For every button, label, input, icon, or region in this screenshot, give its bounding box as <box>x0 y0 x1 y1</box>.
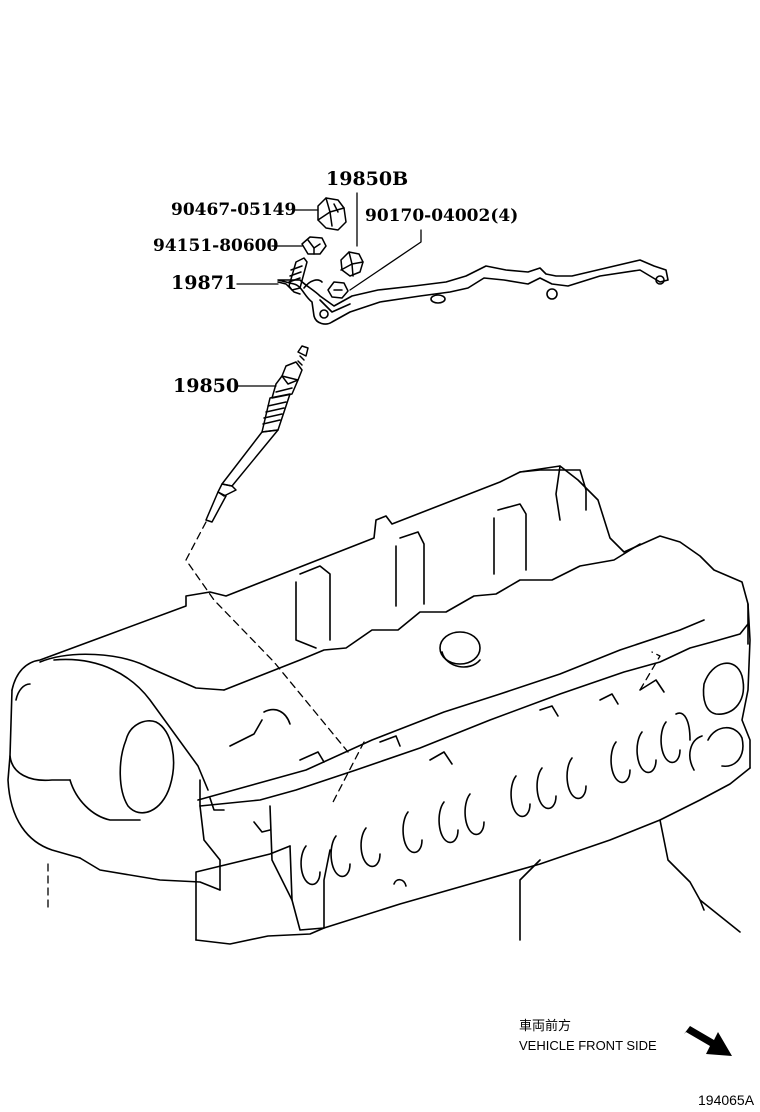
terminal-19871 <box>278 258 307 294</box>
figure-code: 194065A <box>698 1092 755 1108</box>
nut-90467 <box>318 198 346 230</box>
vehicle-front-label-en: VEHICLE FRONT SIDE <box>519 1038 657 1053</box>
alignment-dashed-lines <box>48 522 660 912</box>
glow-plug-connector-plate <box>278 260 668 324</box>
nut-19850b <box>341 252 363 276</box>
callout-94151-80600: 94151-80600 <box>153 236 279 256</box>
nut-94151 <box>302 237 326 254</box>
callout-19850b: 19850B <box>326 168 409 190</box>
bolt-90170 <box>328 282 348 298</box>
callout-90467-05149: 90467-05149 <box>171 200 297 220</box>
vehicle-front-label-ja: 車両前方 <box>519 1018 572 1033</box>
callout-19871: 19871 <box>171 272 238 294</box>
callout-19850: 19850 <box>173 375 240 397</box>
glow-plug-19850 <box>206 346 308 522</box>
callout-90170-04002: 90170-04002(4) <box>365 206 519 226</box>
engine-cylinder-head <box>8 466 750 944</box>
arrow-down-right-icon <box>684 1026 732 1056</box>
leader-lines <box>236 193 421 386</box>
